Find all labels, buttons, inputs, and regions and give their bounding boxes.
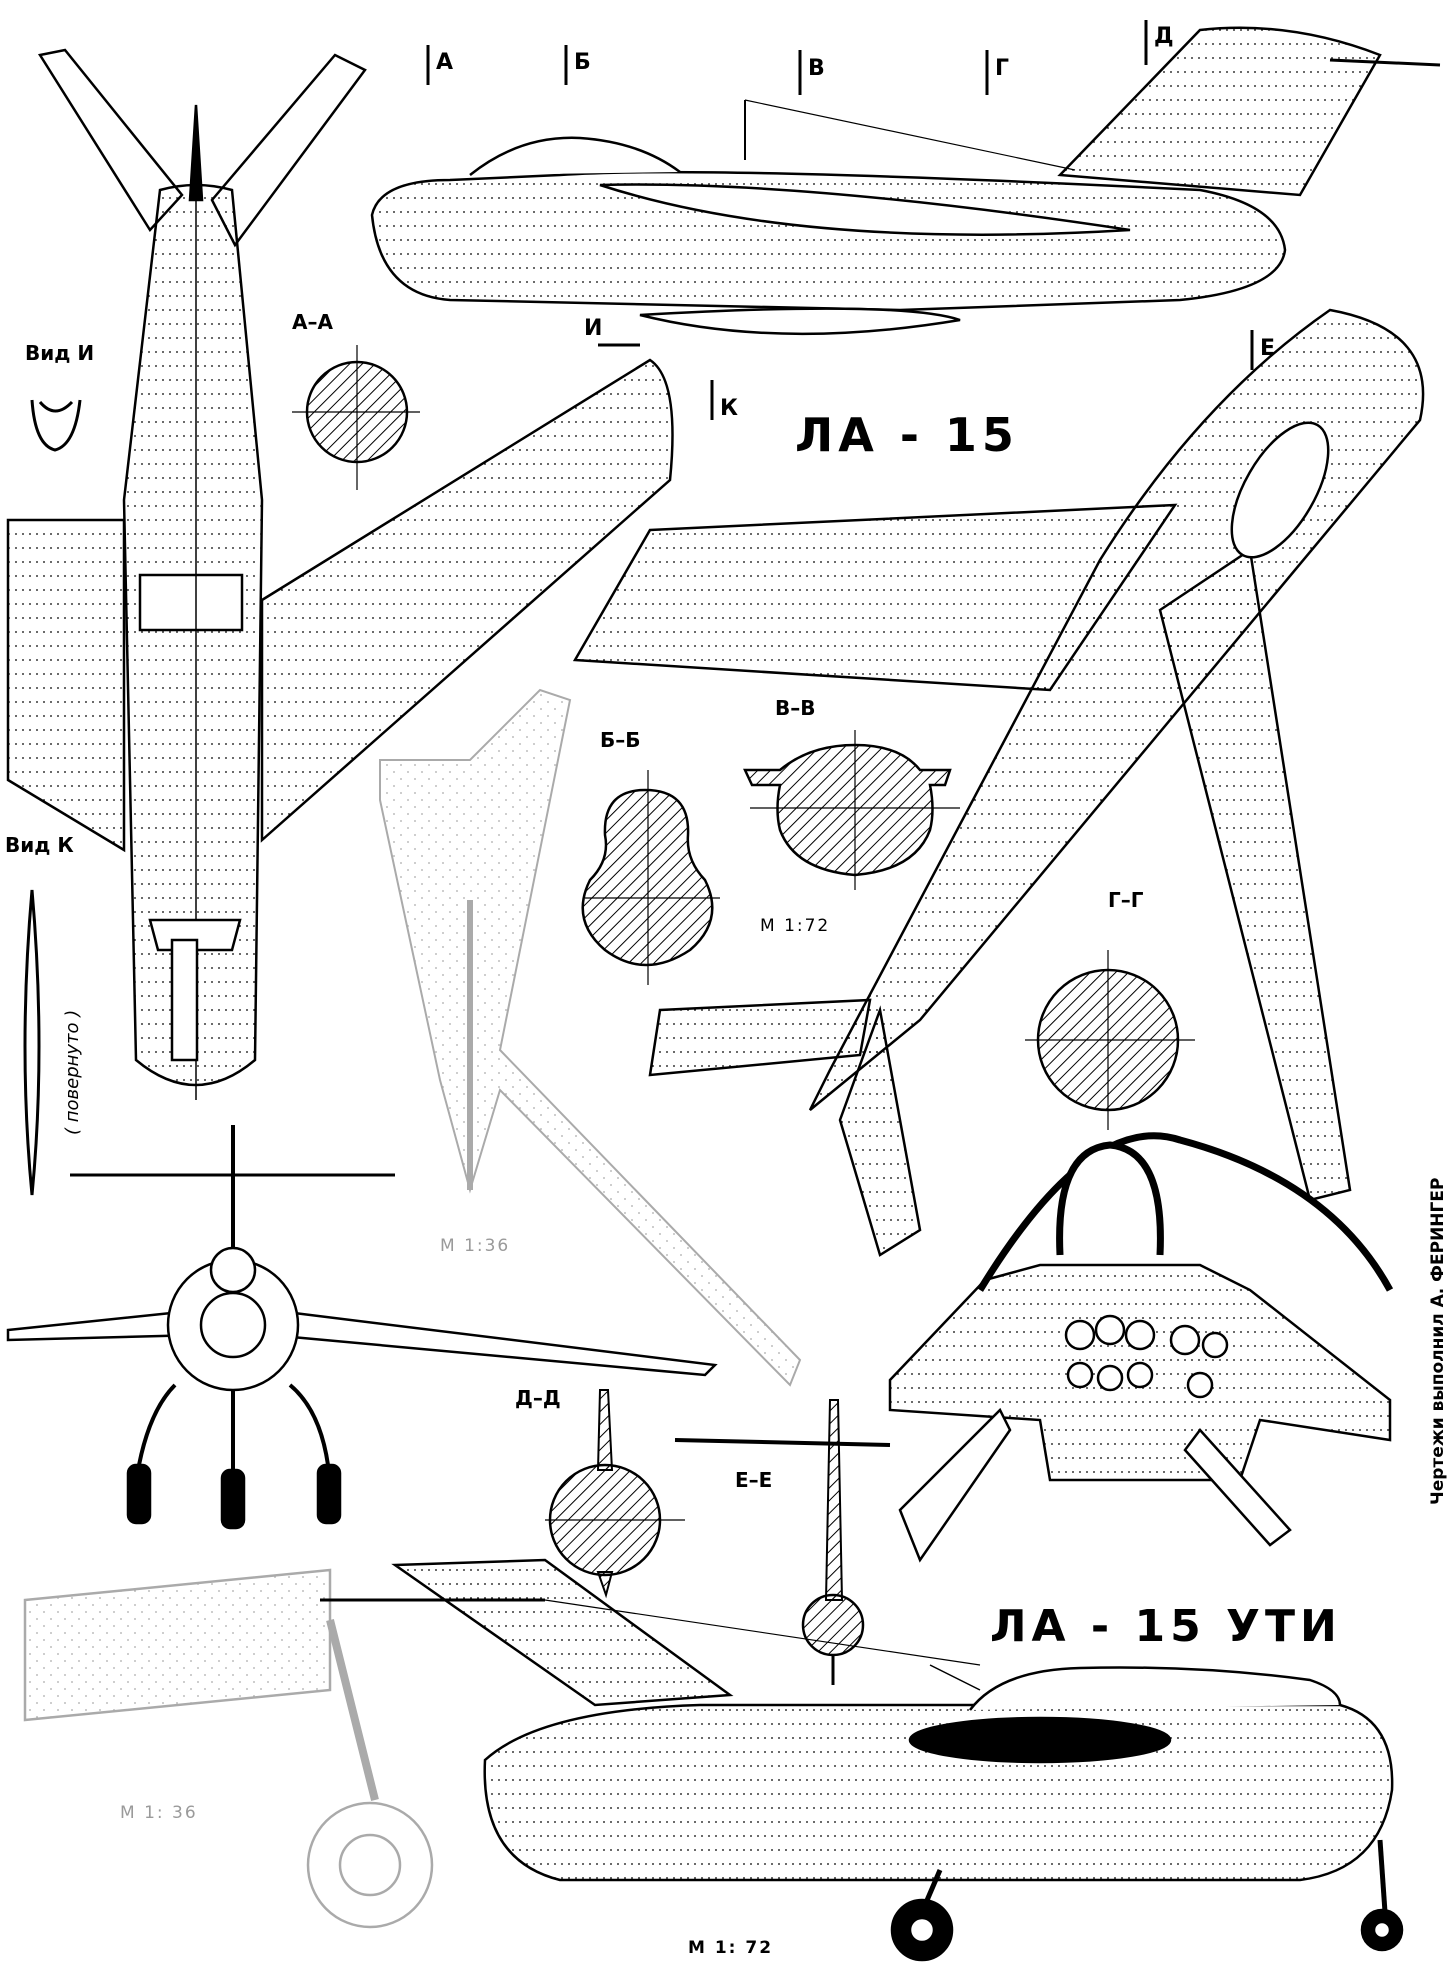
station-mark-g: Г (995, 56, 1010, 81)
station-mark-e: Е (1260, 336, 1276, 361)
scale-gear-detail: М 1: 36 (120, 1803, 198, 1823)
view-k-sketch (23, 889, 41, 1196)
section-b-b-shape (581, 770, 720, 985)
scale-bottom: М 1: 72 (688, 1938, 774, 1958)
section-a-a-label: А–А (292, 310, 333, 334)
section-g-g-shape (1025, 950, 1195, 1130)
main-title: ЛА - 15 (795, 408, 1019, 462)
section-v-v-label: В–В (775, 696, 816, 720)
side-view-la15 (370, 26, 1441, 336)
side-view-la15-uti (320, 1558, 1404, 1962)
trainer-title: ЛА - 15 УТИ (990, 1601, 1342, 1652)
section-b-b-label: Б–Б (600, 728, 641, 752)
section-e-e-label: Е–Е (735, 1468, 773, 1492)
view-i-label: Вид И (25, 341, 95, 365)
top-view-plan (6, 48, 674, 1100)
scale-sections: М 1:72 (760, 916, 831, 936)
author-credit: Чертежи выполнил А. ФЕРИНГЕР (1428, 1177, 1448, 1505)
station-mark-a: А (436, 50, 454, 75)
section-e-e-shape (674, 1399, 891, 1685)
station-mark-k: К (720, 396, 738, 421)
section-d-d-label: Д–Д (515, 1386, 561, 1410)
cockpit-panel (888, 1132, 1394, 1563)
section-a-a-shape (292, 345, 420, 490)
view-i-sketch (30, 399, 82, 452)
station-mark-i: И (584, 316, 603, 341)
gear-detail-faint (23, 1568, 434, 1929)
station-mark-b: Б (574, 50, 591, 75)
plan-view-angled (572, 308, 1425, 1257)
scale-ghost-top: М 1:36 (440, 1236, 511, 1256)
station-mark-v: В (808, 56, 825, 81)
section-d-d-shape (545, 1389, 685, 1599)
station-ticks (426, 20, 1254, 420)
view-k-label: Вид К (5, 833, 74, 857)
station-mark-d: Д (1154, 24, 1174, 49)
section-g-g-label: Г–Г (1108, 888, 1144, 912)
section-v-v-shape (743, 730, 960, 890)
front-view (6, 1125, 718, 1530)
rotated-note: ( повернуто ) (62, 1009, 83, 1135)
underside-detail-faint (379, 688, 802, 1387)
